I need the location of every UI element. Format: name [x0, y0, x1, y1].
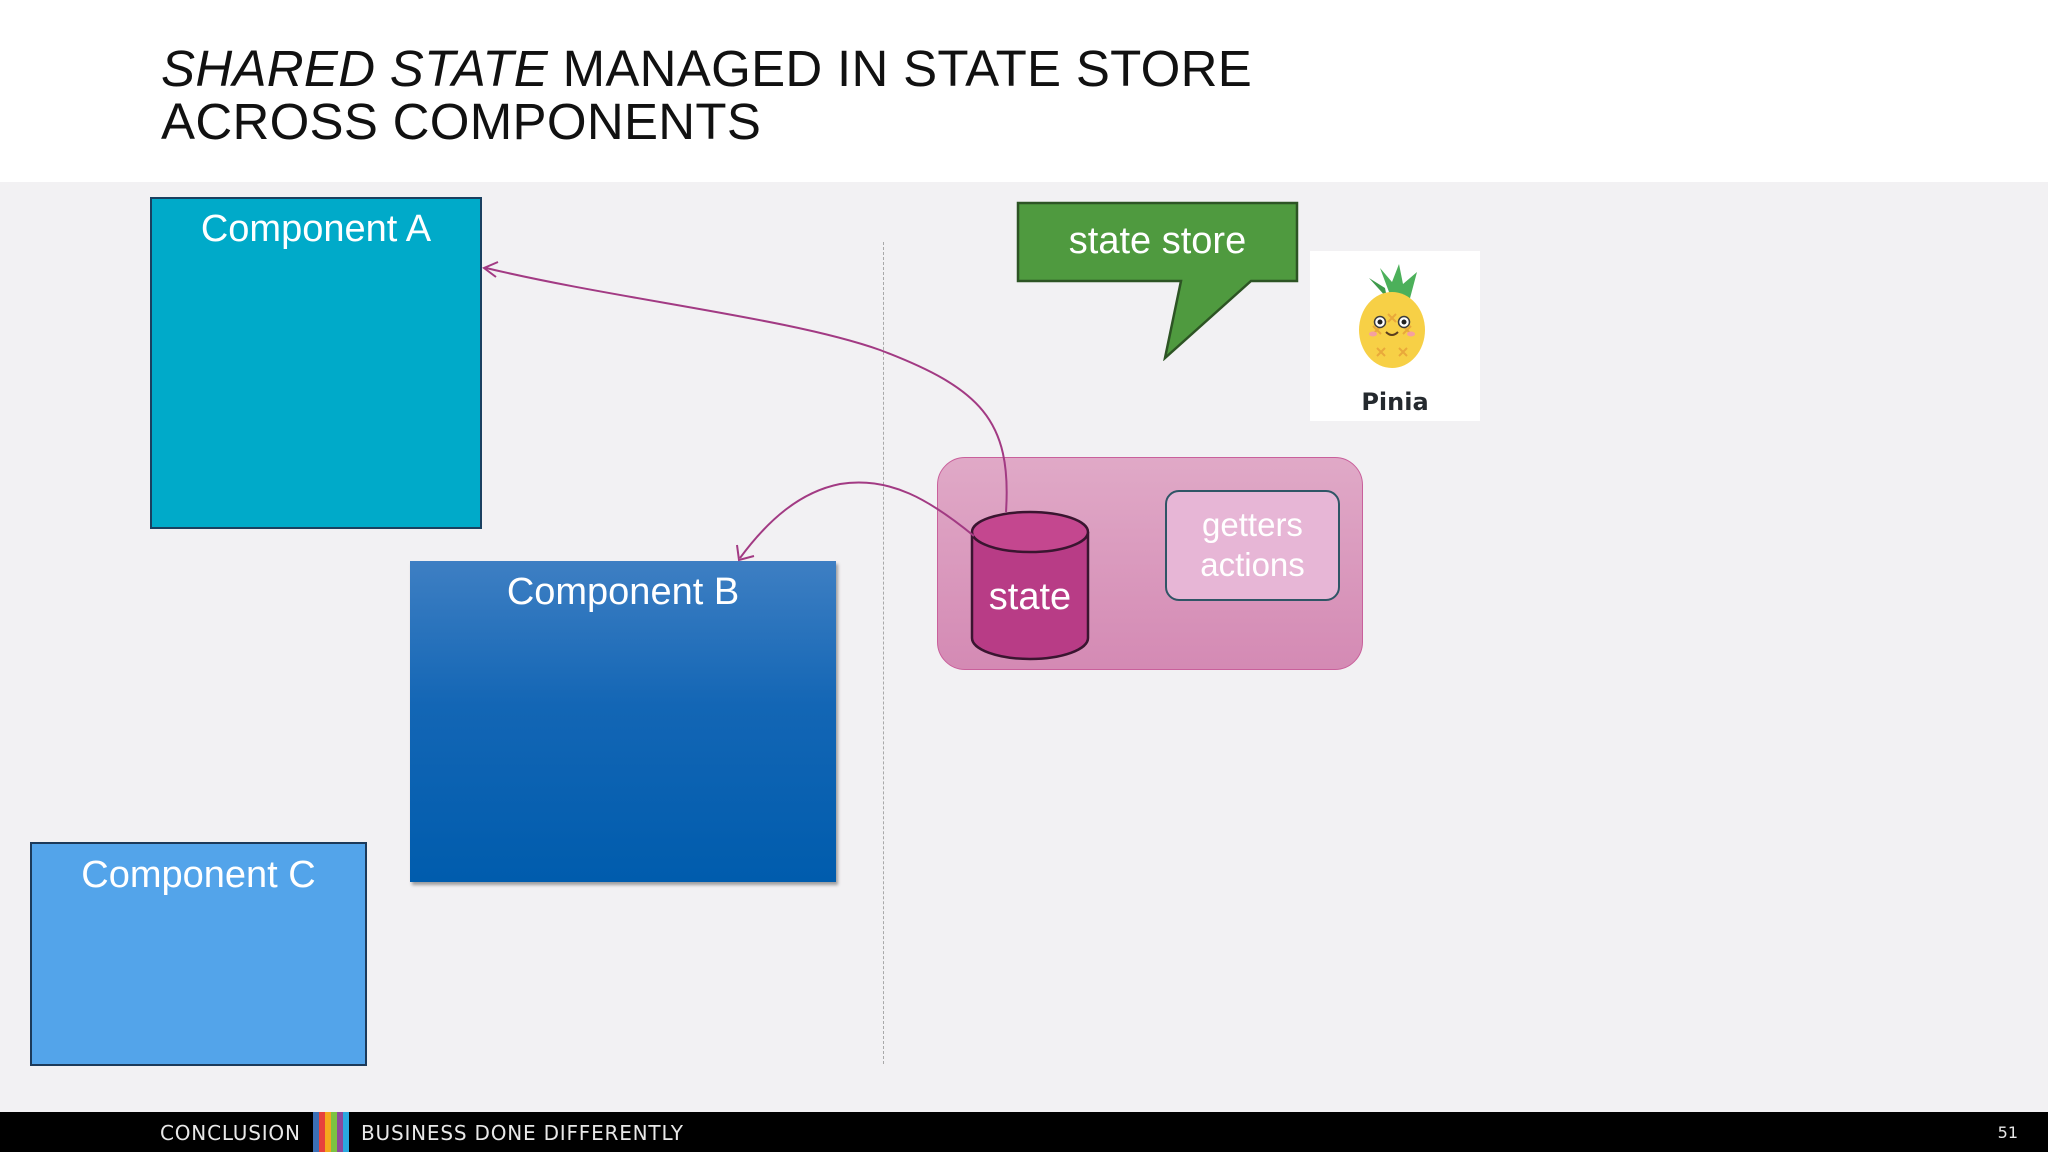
stripe-3: [325, 1112, 331, 1152]
actions-label: actions: [1200, 546, 1305, 583]
stripe-6: [343, 1112, 349, 1152]
stripe-5: [337, 1112, 343, 1152]
footer-tagline: BUSINESS DONE DIFFERENTLY: [361, 1121, 684, 1145]
title-line1-rest: MANAGED IN STATE STORE: [548, 40, 1253, 97]
getters-label: getters: [1202, 506, 1303, 543]
getters-actions-box: getters actions: [1165, 490, 1340, 601]
component-b-label: Component B: [506, 571, 740, 613]
footer-color-stripes: [313, 1112, 349, 1152]
pinia-label: Pinia: [1361, 388, 1429, 416]
slide-title: SHARED STATE MANAGED IN STATE STORE ACRO…: [161, 42, 1252, 148]
component-c-box: Component C: [30, 842, 367, 1066]
component-a-box: Component A: [150, 197, 482, 529]
page-number: 51: [1997, 1123, 2018, 1142]
component-a-label: Component A: [200, 208, 432, 250]
pinia-pineapple-icon: [1359, 264, 1425, 368]
stripe-1: [313, 1112, 319, 1152]
component-c-label: Component C: [81, 854, 316, 896]
state-label: state: [988, 576, 1072, 618]
title-italic-part: SHARED STATE: [161, 40, 549, 97]
footer-bar: CONCLUSION BUSINESS DONE DIFFERENTLY 51: [0, 1112, 2048, 1152]
callout-label: state store: [1068, 220, 1247, 262]
dashed-divider: [883, 242, 884, 1064]
title-area: SHARED STATE MANAGED IN STATE STORE ACRO…: [0, 0, 2048, 182]
stripe-4: [331, 1112, 337, 1152]
footer-section-label: CONCLUSION: [160, 1121, 301, 1145]
state-store-callout: [1016, 201, 1299, 361]
state-cylinder-icon: [970, 510, 1090, 661]
stripe-2: [319, 1112, 325, 1152]
component-b-box: Component B: [410, 561, 836, 882]
title-line2: ACROSS COMPONENTS: [161, 93, 762, 150]
